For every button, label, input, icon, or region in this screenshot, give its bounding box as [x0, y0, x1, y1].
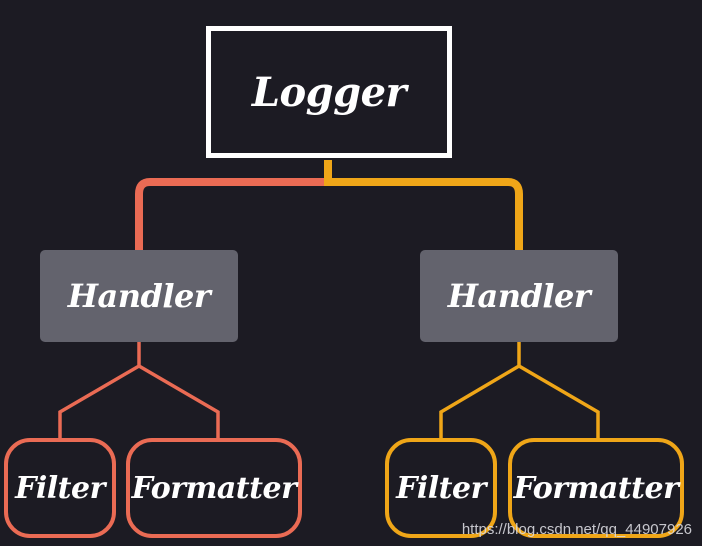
connector-left-handler-to-children [58, 342, 220, 438]
watermark-url: https://blog.csdn.net/qq_44907926 [461, 521, 692, 538]
logger-node: Logger [206, 26, 452, 158]
filter-node-right: Filter [385, 438, 497, 538]
formatter-node-left: Formatter [126, 438, 302, 538]
formatter-node-right: Formatter [508, 438, 684, 538]
filter-node-left: Filter [4, 438, 116, 538]
connector-logger-to-right-handler [324, 160, 523, 250]
connector-logger-to-left-handler [135, 160, 332, 250]
handler-node-right: Handler [420, 250, 618, 342]
handler-node-left: Handler [40, 250, 238, 342]
connector-right-handler-to-children [439, 342, 600, 438]
